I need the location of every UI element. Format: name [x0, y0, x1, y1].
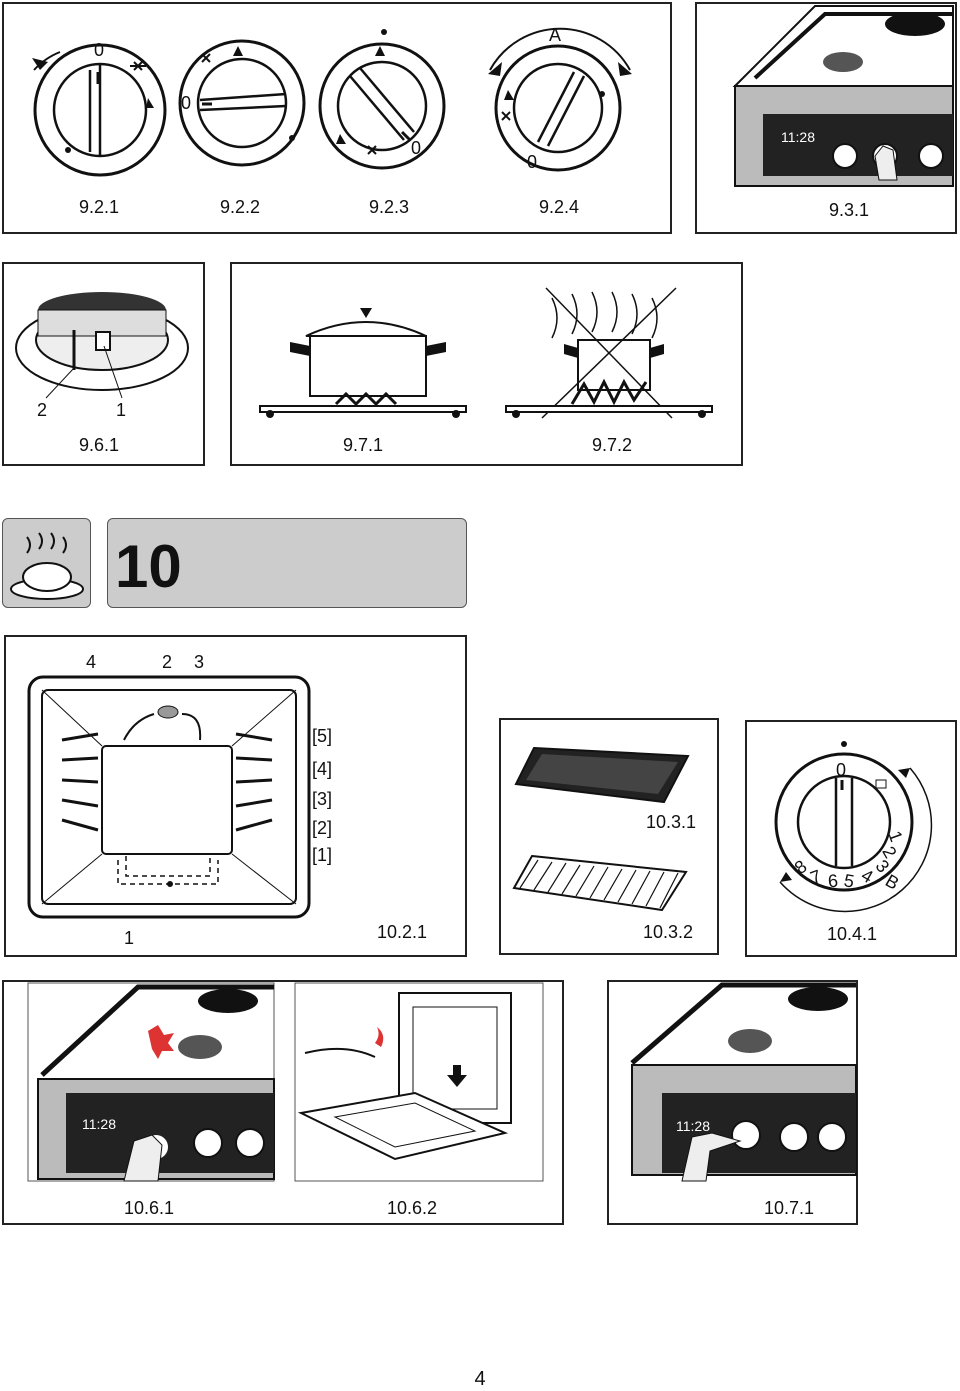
pot-correct	[259, 308, 467, 418]
caption-9-2-2: 9.2.2	[220, 197, 261, 217]
caption-9-2-4: 9.2.4	[539, 197, 580, 217]
caption-9-7-2: 9.7.2	[592, 435, 633, 455]
oven-function-knob	[774, 741, 933, 913]
caption-10-2-1: 10.2.1	[377, 922, 428, 942]
knob-9-2-3	[318, 29, 446, 170]
section-icon-box	[2, 518, 91, 608]
figure-9-2-panel	[2, 2, 672, 234]
caption-9-6-1: 9.6.1	[79, 435, 120, 455]
knob-zero-label: 0	[527, 152, 538, 172]
caption-10-6-2: 10.6.2	[387, 1198, 438, 1218]
caption-10-7-1: 10.7.1	[764, 1198, 815, 1218]
roast-chicken-icon	[10, 532, 84, 600]
knob-9-2-2	[178, 39, 306, 167]
caption-10-6-1: 10.6.1	[124, 1198, 175, 1218]
clock-display: 11:28	[781, 129, 815, 145]
knob-9-2-1	[32, 43, 167, 177]
baking-tray	[514, 746, 690, 804]
section-title-bar	[107, 518, 467, 608]
top-label-3: 3	[194, 652, 205, 672]
bottom-label-1: 1	[124, 928, 135, 948]
knob-9-2-4	[488, 27, 632, 172]
top-label-2: 2	[162, 652, 173, 672]
clock-display: 11:28	[676, 1118, 710, 1134]
caption-9-2-3: 9.2.3	[369, 197, 410, 217]
knob-zero-label: 0	[836, 760, 847, 780]
burner-illustration	[15, 292, 189, 399]
top-label-4: 4	[86, 652, 97, 672]
part-label-1: 1	[116, 400, 127, 420]
pot-incorrect	[505, 287, 713, 419]
arrow-a-label: A	[549, 25, 562, 45]
page-number: 4	[474, 1368, 486, 1390]
oven-ignite-illustration	[294, 982, 544, 1182]
section-number: 10	[115, 533, 182, 600]
knob-zero-label: 0	[181, 93, 192, 113]
caption-9-2-1: 9.2.1	[79, 197, 120, 217]
level-1: [1]	[312, 845, 333, 865]
level-4: [4]	[312, 759, 333, 779]
knob-zero-label: 0	[94, 40, 105, 60]
caption-10-4-1: 10.4.1	[827, 924, 878, 944]
wire-grid	[512, 854, 688, 912]
stove-illustration: 11:28	[732, 5, 954, 187]
stove-timer-illustration: 11:28	[630, 982, 857, 1182]
level-3: [3]	[312, 789, 333, 809]
scale-6: 6	[827, 870, 839, 892]
caption-9-7-1: 9.7.1	[343, 435, 384, 455]
level-2: [2]	[312, 818, 333, 838]
oven-cavity	[27, 675, 311, 919]
caption-9-3-1: 9.3.1	[829, 200, 870, 220]
clock-display: 11:28	[82, 1116, 116, 1132]
caption-10-3-2: 10.3.2	[643, 922, 694, 942]
caption-10-3-1: 10.3.1	[646, 812, 697, 832]
knob-zero-label: 0	[411, 138, 422, 158]
stove-ignite-illustration: 11:28	[27, 982, 275, 1182]
part-label-2: 2	[37, 400, 48, 420]
level-5: [5]	[312, 726, 333, 746]
